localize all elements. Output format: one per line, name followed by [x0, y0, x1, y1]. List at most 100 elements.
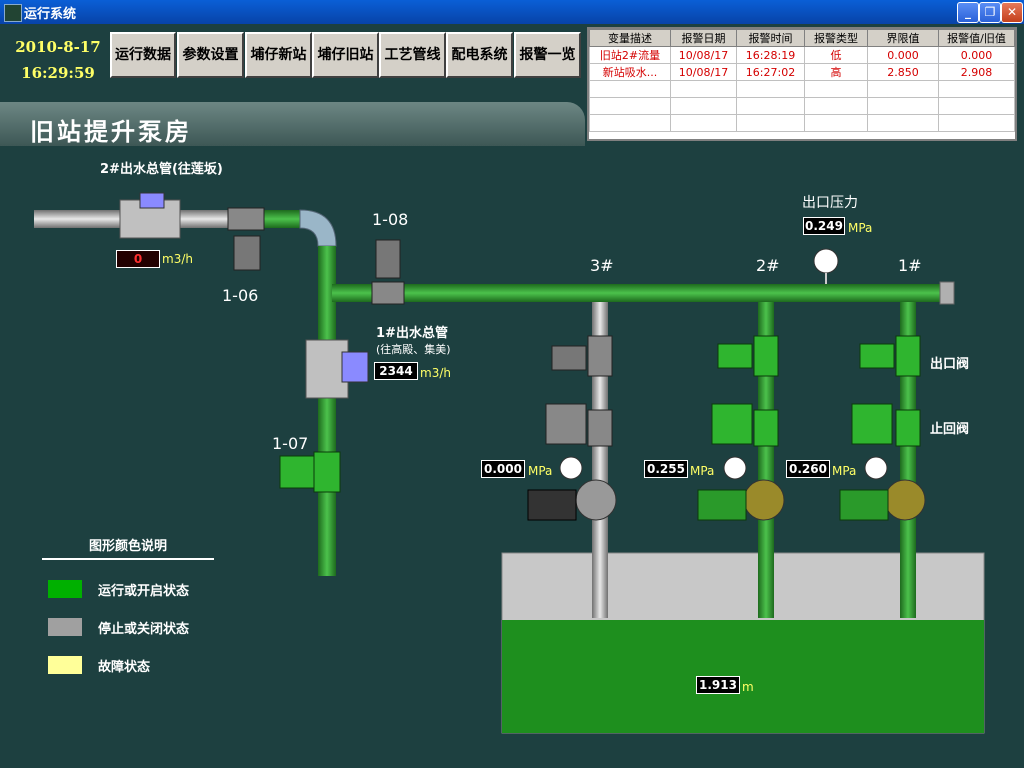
- flow1-unit: m3/h: [420, 366, 451, 380]
- alarm-cell: 0.000: [867, 46, 939, 64]
- alarm-row[interactable]: 旧站2#流量 10/08/17 16:28:19 低 0.000 0.000: [589, 46, 1015, 64]
- legend-text-running: 运行或开启状态: [98, 584, 190, 599]
- alarm-row-empty: [589, 97, 1015, 115]
- alarm-header: 报警日期: [670, 29, 737, 47]
- pump2-pressure-readout: 0.255: [644, 460, 688, 478]
- pump1-pressure-unit: MPa: [832, 464, 857, 478]
- pump2-check-valve: [753, 409, 779, 447]
- pump2-gauge: [723, 456, 747, 480]
- alarm-header-row: 变量描述 报警日期 报警时间 报警类型 界限值 报警值/旧值: [589, 29, 1015, 47]
- legend-text-fault: 故障状态: [98, 660, 151, 675]
- flow2-unit: m3/h: [162, 252, 193, 266]
- outlet-pressure-label: 出口压力: [802, 195, 858, 211]
- outlet1-label: 1#出水总管: [376, 326, 448, 341]
- outlet2-pipe-green: [230, 210, 310, 228]
- nav-alarm-list-button[interactable]: 报警一览: [514, 32, 581, 78]
- page-header-bar: [0, 102, 585, 146]
- flowmeter2: [119, 199, 181, 239]
- pump3-check-valve: [587, 409, 613, 447]
- legend-text-stopped: 停止或关闭状态: [98, 622, 190, 637]
- alarm-cell: 10/08/17: [670, 63, 737, 81]
- pump-header-pipe: [332, 284, 944, 302]
- nav-new-station-button[interactable]: 埔仔新站: [245, 32, 312, 78]
- alarm-header: 界限值: [867, 29, 939, 47]
- legend-swatch-stopped: [48, 618, 82, 636]
- alarm-header: 报警类型: [804, 29, 868, 47]
- outlet-pressure-unit: MPa: [848, 221, 873, 235]
- pump1-label: 1#: [898, 256, 922, 275]
- alarm-header: 报警时间: [736, 29, 805, 47]
- pump2-label: 2#: [756, 256, 780, 275]
- pump1-check-valve: [895, 409, 921, 447]
- check-valve-label: 止回阀: [930, 422, 970, 437]
- pump2-riser: [758, 302, 774, 618]
- alarm-cell: 16:27:02: [736, 63, 805, 81]
- valve-1-07: [313, 451, 341, 493]
- nav-params-button[interactable]: 参数设置: [177, 32, 244, 78]
- alarm-cell: 0.000: [938, 46, 1015, 64]
- water-level-readout: 1.913: [696, 676, 740, 694]
- pump3-pressure-readout: 0.000: [481, 460, 525, 478]
- nav-run-data-button[interactable]: 运行数据: [110, 32, 176, 78]
- close-button[interactable]: ✕: [1001, 2, 1023, 23]
- pump3-riser: [592, 302, 608, 618]
- pump3-gauge: [559, 456, 583, 480]
- flowmeter1: [305, 339, 349, 399]
- flow1-readout: 2344: [374, 362, 418, 380]
- window-titlebar: 运行系统 _ ❐ ✕: [0, 0, 1024, 24]
- minimize-button[interactable]: _: [957, 2, 979, 23]
- pump1-riser: [900, 302, 916, 618]
- clock: 2010-8-17 16:29:59: [12, 34, 104, 86]
- outlet2-label: 2#出水总管(往莲坂): [100, 162, 223, 177]
- outlet-valve-label: 出口阀: [930, 357, 970, 372]
- pump3-outlet-valve: [587, 335, 613, 377]
- outlet-pressure-readout: 0.249: [803, 217, 845, 235]
- alarm-header: 报警值/旧值: [938, 29, 1015, 47]
- nav-power-button[interactable]: 配电系统: [446, 32, 513, 78]
- reservoir-water: [502, 620, 984, 733]
- pump1-pressure-readout: 0.260: [786, 460, 830, 478]
- alarm-cell: 低: [804, 46, 868, 64]
- pump3-pressure-unit: MPa: [528, 464, 553, 478]
- outlet1-sublabel: (往高殿、集美): [376, 343, 451, 356]
- app-icon: [4, 4, 22, 22]
- pump2-outlet-valve: [753, 335, 779, 377]
- window-title: 运行系统: [24, 7, 77, 22]
- pump2-pressure-unit: MPa: [690, 464, 715, 478]
- pump3-casing: [575, 479, 617, 521]
- valve-1-07-label: 1-07: [272, 434, 309, 453]
- alarm-cell: 2.850: [867, 63, 939, 81]
- valve-1-06: [227, 207, 265, 231]
- pump3-label: 3#: [590, 256, 614, 275]
- nav-pipeline-button[interactable]: 工艺管线: [379, 32, 446, 78]
- alarm-row-empty: [589, 114, 1015, 132]
- valve-1-08: [371, 281, 405, 305]
- alarm-cell: 10/08/17: [670, 46, 737, 64]
- alarm-cell: 新站吸水...: [589, 63, 671, 81]
- restore-button[interactable]: ❐: [979, 2, 1001, 23]
- nav-old-station-button[interactable]: 埔仔旧站: [312, 32, 379, 78]
- legend-title: 图形颜色说明: [42, 535, 214, 560]
- header-end-cap: [939, 281, 955, 305]
- legend-swatch-fault: [48, 656, 82, 674]
- legend-swatch-running: [48, 580, 82, 598]
- main-vertical-pipe: [318, 246, 336, 576]
- water-level-unit: m: [742, 680, 754, 694]
- pump2-casing: [743, 479, 785, 521]
- pump1-motor: [839, 489, 889, 521]
- alarm-cell: 高: [804, 63, 868, 81]
- alarm-table[interactable]: 变量描述 报警日期 报警时间 报警类型 界限值 报警值/旧值 旧站2#流量 10…: [587, 27, 1017, 141]
- pump3-motor: [527, 489, 577, 521]
- time-text: 16:29:59: [21, 64, 95, 82]
- alarm-row[interactable]: 新站吸水... 10/08/17 16:27:02 高 2.850 2.908: [589, 63, 1015, 81]
- pump2-motor: [697, 489, 747, 521]
- outlet2-pipe-silver: [34, 210, 234, 228]
- reservoir-tank: [501, 552, 985, 734]
- pump1-outlet-valve: [895, 335, 921, 377]
- date-text: 2010-8-17: [15, 38, 101, 56]
- pump1-gauge: [864, 456, 888, 480]
- flow2-readout: 0: [116, 250, 160, 268]
- pump1-casing: [884, 479, 926, 521]
- valve-1-08-label: 1-08: [372, 210, 409, 229]
- outlet-pressure-gauge: [813, 248, 839, 274]
